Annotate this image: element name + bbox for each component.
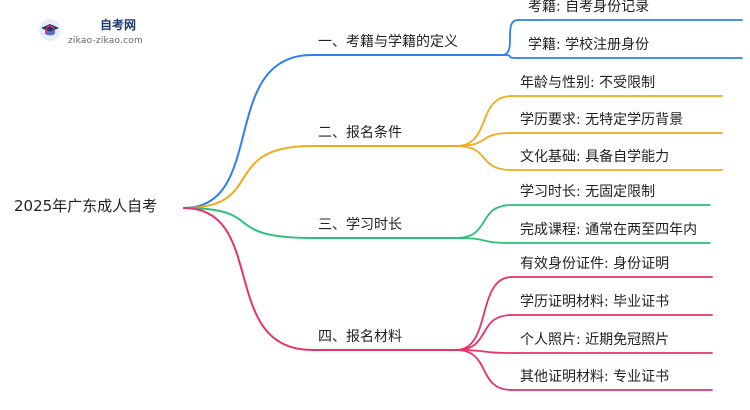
branch-connector-2 — [183, 145, 313, 209]
leaf-connector-2-1 — [455, 95, 513, 147]
leaf-connector-1-2 — [501, 54, 519, 59]
leaf-topic-4-1: 有效身份证件: 身份证明 — [520, 256, 670, 272]
leaf-connector-4-2 — [455, 314, 513, 351]
branch-topic-1: 一、考籍与学籍的定义 — [318, 34, 458, 50]
branch-connector-4 — [183, 207, 313, 351]
leaf-topic-2-3: 文化基础: 具备自学能力 — [520, 149, 670, 165]
leaf-topic-2-2: 学历要求: 无特定学历背景 — [520, 112, 684, 128]
site-logo[interactable]: 自考网 zikao-zikao.com — [38, 14, 158, 54]
leaf-topic-4-4: 其他证明材料: 专业证书 — [520, 369, 670, 385]
logo-url: zikao-zikao.com — [68, 36, 143, 46]
graduation-cap-icon — [39, 19, 61, 41]
branch-topic-2: 二、报名条件 — [318, 125, 402, 141]
leaf-connector-4-3 — [455, 349, 513, 354]
branch-topic-4: 四、报名材料 — [318, 329, 402, 345]
leaf-connector-3-1 — [455, 204, 513, 239]
leaf-connector-4-4 — [455, 349, 513, 391]
branch-topic-3: 三、学习时长 — [318, 217, 402, 233]
leaf-topic-1-1: 考籍: 自考身份记录 — [528, 0, 650, 15]
branch-connector-1 — [183, 54, 313, 209]
root-topic: 2025年广东成人自考 — [14, 197, 158, 215]
leaf-topic-3-1: 学习时长: 无固定限制 — [520, 184, 656, 200]
leaf-connector-4-1 — [455, 276, 513, 351]
leaf-connector-2-2 — [455, 132, 513, 147]
leaf-connector-1-1 — [501, 19, 519, 56]
leaf-topic-4-2: 学历证明材料: 毕业证书 — [520, 294, 670, 310]
branch-connector-3 — [183, 207, 313, 239]
leaf-topic-1-2: 学籍: 学校注册身份 — [528, 37, 650, 53]
leaf-topic-3-2: 完成课程: 通常在两至四年内 — [520, 222, 698, 238]
logo-name: 自考网 — [100, 18, 137, 32]
leaf-topic-2-1: 年龄与性别: 不受限制 — [520, 75, 656, 91]
leaf-connector-2-3 — [455, 145, 513, 171]
leaf-connector-3-2 — [455, 237, 513, 244]
leaf-topic-4-3: 个人照片: 近期免冠照片 — [520, 332, 670, 348]
